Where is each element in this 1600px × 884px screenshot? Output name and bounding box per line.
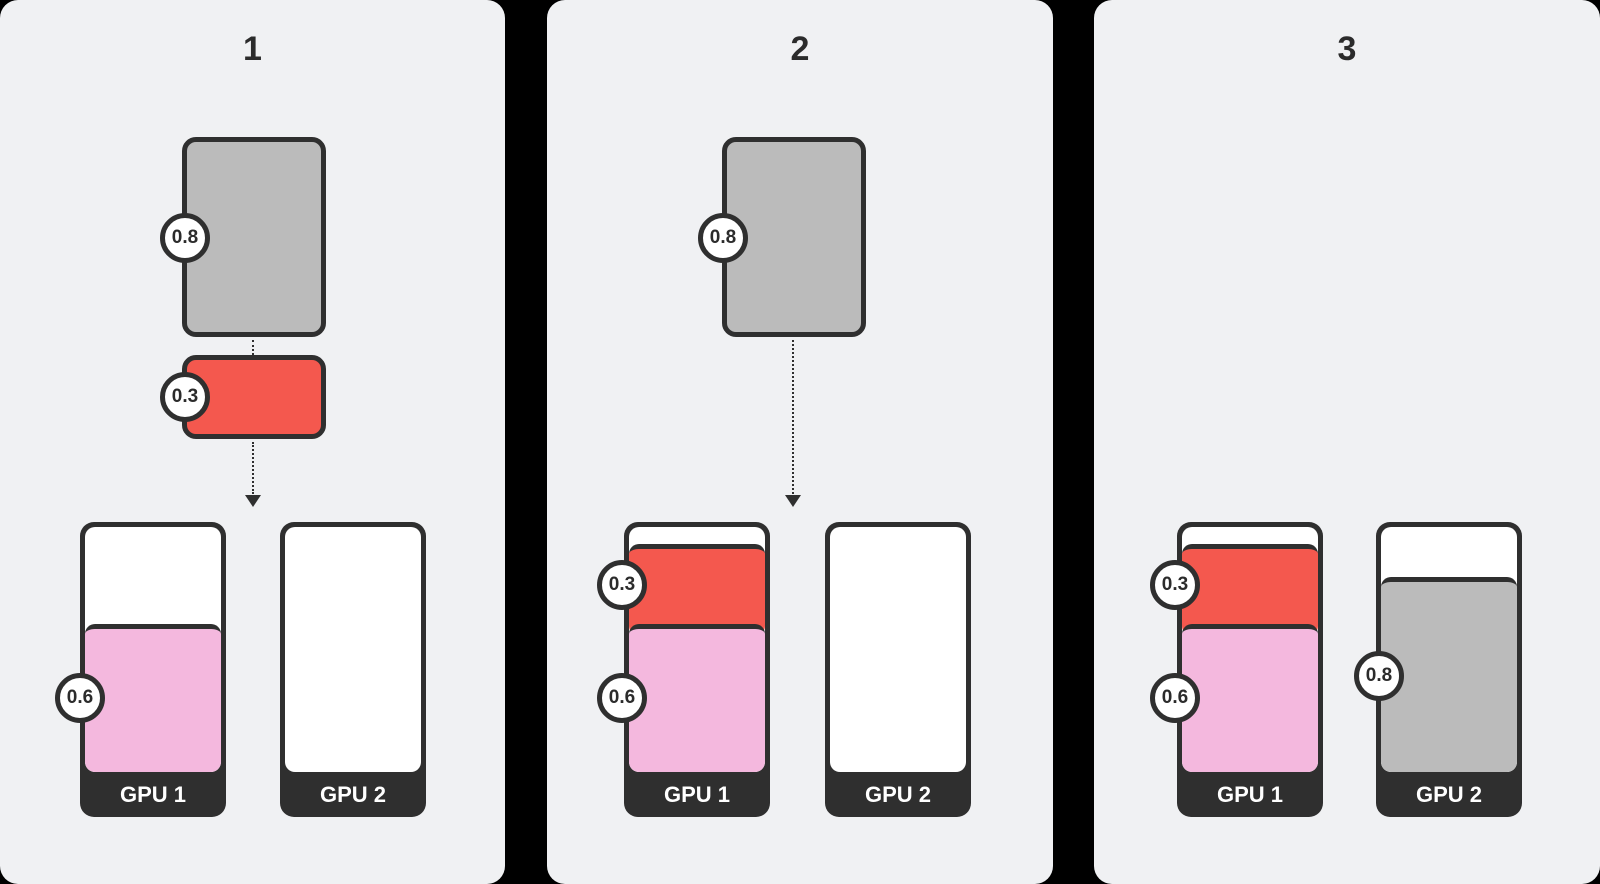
gpu-label: GPU 2 bbox=[864, 782, 932, 807]
task-size-badge: 0.3 bbox=[160, 372, 210, 422]
task-size-badge: 0.6 bbox=[597, 673, 647, 723]
task-size-badge: 0.3 bbox=[597, 560, 647, 610]
placement-arrowhead bbox=[785, 495, 801, 507]
gpu-1: GPU 1 bbox=[624, 522, 770, 817]
allocated-task-block bbox=[1182, 624, 1318, 772]
gpu-1: GPU 1 bbox=[1177, 522, 1323, 817]
dotted-connector bbox=[252, 340, 254, 355]
task-size-badge: 0.8 bbox=[1354, 651, 1404, 701]
placement-arrow-line bbox=[252, 442, 254, 494]
gpu-label: GPU 1 bbox=[663, 782, 731, 807]
gpu-2: GPU 2 bbox=[280, 522, 426, 817]
step-panel-2: 2 0.8 GPU 1 0.3 0.6 GPU 2 bbox=[547, 0, 1053, 884]
placement-arrowhead bbox=[245, 495, 261, 507]
allocated-task-block bbox=[1182, 544, 1318, 636]
gpu-memory bbox=[629, 527, 765, 772]
gpu-memory bbox=[285, 527, 421, 772]
gpu-label: GPU 1 bbox=[119, 782, 187, 807]
allocated-task-block bbox=[629, 624, 765, 772]
gpu-memory bbox=[1182, 527, 1318, 772]
gpu-1: GPU 1 bbox=[80, 522, 226, 817]
gpu-label: GPU 2 bbox=[1415, 782, 1483, 807]
allocated-task-block bbox=[629, 544, 765, 636]
task-size-badge: 0.3 bbox=[1150, 560, 1200, 610]
step-panel-1: 1 0.8 0.3 GPU 1 0.6 GPU 2 bbox=[0, 0, 505, 884]
task-size-badge: 0.8 bbox=[698, 213, 748, 263]
step-panel-3: 3 GPU 1 0.3 0.6 GPU 2 0.8 bbox=[1094, 0, 1600, 884]
gpu-2: GPU 2 bbox=[825, 522, 971, 817]
task-size-badge: 0.6 bbox=[1150, 673, 1200, 723]
task-size-badge: 0.6 bbox=[55, 673, 105, 723]
step-number: 1 bbox=[243, 30, 262, 68]
allocated-task-block bbox=[85, 624, 221, 772]
gpu-label: GPU 2 bbox=[319, 782, 387, 807]
placement-arrow-line bbox=[792, 340, 794, 494]
task-size-badge: 0.8 bbox=[160, 213, 210, 263]
gpu-memory bbox=[1381, 527, 1517, 772]
gpu-memory bbox=[830, 527, 966, 772]
gpu-memory bbox=[85, 527, 221, 772]
step-number: 3 bbox=[1337, 30, 1357, 68]
gpu-label: GPU 1 bbox=[1216, 782, 1284, 807]
step-number: 2 bbox=[790, 30, 810, 68]
